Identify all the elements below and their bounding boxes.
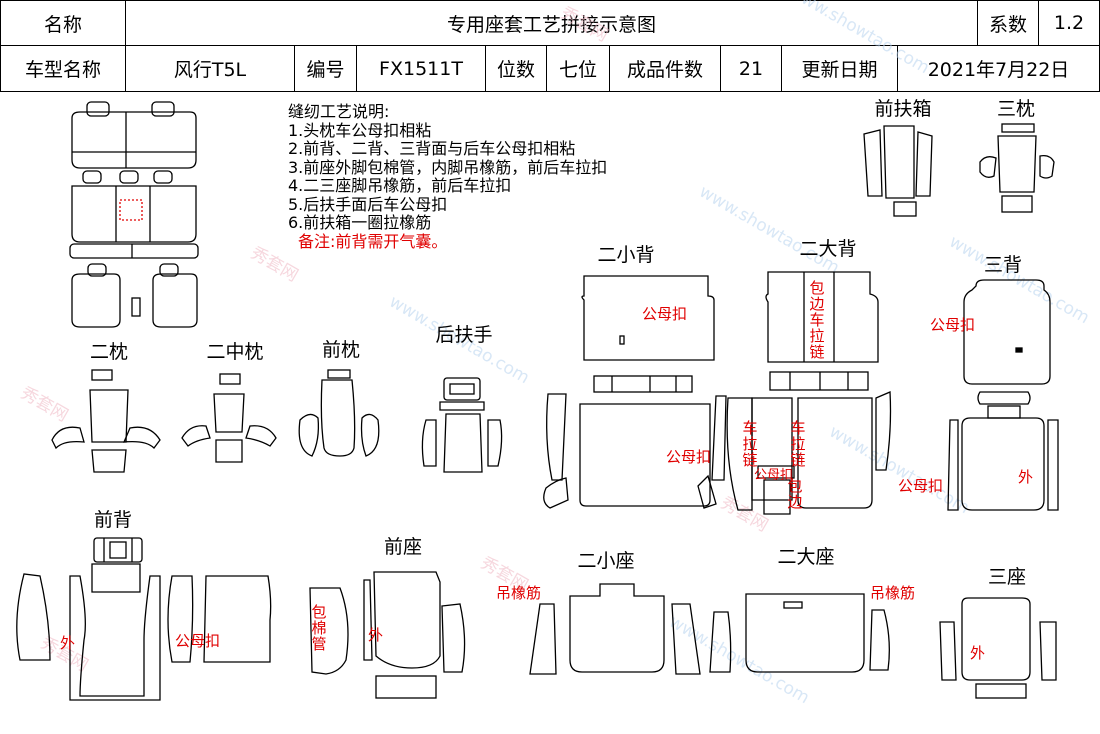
coef-value: 1.2 [1053, 12, 1085, 34]
annotation-zipper: 车拉链 [790, 419, 806, 469]
part-label-second-mid-headrest: 二中枕 [206, 341, 264, 363]
third-headrest-pattern [979, 123, 1055, 213]
annotation-snap: 公母扣 [642, 305, 688, 323]
annotation-cotton-tube: 包棉管 [311, 603, 327, 653]
name-label: 名称 [43, 13, 82, 36]
annotation-elastic: 吊橡筋 [870, 584, 916, 602]
second-small-seat-pattern [529, 583, 701, 675]
part-label-front-seat: 前座 [383, 536, 423, 558]
third-back-pattern [947, 279, 1059, 511]
part-label-front-back: 前背 [93, 509, 133, 531]
seats-value: 七位 [558, 59, 597, 81]
code-value: FX1511T [379, 57, 463, 80]
notes-remark: 备注:前背需开气囊。 [298, 231, 448, 251]
note-item: 4.二三座脚吊橡筋，前后车拉扣 [288, 176, 512, 195]
page-title: 专用座套工艺拼接示意图 [446, 13, 656, 36]
pieces-label: 成品件数 [626, 59, 703, 81]
annotation-snap: 公母扣 [666, 448, 712, 466]
rear-armrest-pattern [421, 377, 503, 473]
part-label-second-small-seat: 二小座 [577, 550, 635, 572]
notes-title: 缝纫工艺说明: [288, 102, 390, 121]
annotation-outer: 外 [1018, 468, 1034, 486]
date-value: 2021年7月22日 [927, 59, 1070, 81]
annotation-outer: 外 [368, 626, 384, 644]
annotation-outer: 外 [970, 644, 986, 662]
annotation-edge: 包边 [787, 477, 803, 511]
annotation-outer: 外 [60, 634, 76, 652]
note-item: 3.前座外脚包棉管，内脚吊橡筋，前后车拉扣 [288, 157, 608, 177]
code-label: 编号 [306, 59, 345, 81]
part-label-third-back: 三背 [983, 254, 1023, 276]
part-label-rear-armrest: 后扶手 [435, 324, 493, 346]
part-label-second-large-back: 二大背 [799, 238, 857, 260]
third-seat-pattern [939, 597, 1057, 699]
front-headrest-pattern [298, 369, 380, 457]
part-label-second-headrest: 二枕 [89, 341, 129, 363]
seats-label: 位数 [496, 59, 535, 81]
note-item: 5.后扶手面后车公母扣 [288, 194, 448, 214]
seat-overview-illustration [69, 101, 199, 328]
part-label-third-seat: 三座 [987, 566, 1027, 588]
annotation-elastic: 吊橡筋 [496, 584, 542, 602]
header-table: 名称 专用座套工艺拼接示意图 系数 1.2 车型名称 风行T5L 编号 FX15… [0, 0, 1100, 92]
date-label: 更新日期 [801, 59, 878, 81]
second-mid-headrest-pattern [181, 373, 277, 463]
pieces-value: 21 [738, 57, 764, 80]
model-value: 风行T5L [173, 59, 247, 81]
part-label-second-large-seat: 二大座 [777, 546, 835, 568]
annotation-snap: 公母扣 [898, 477, 944, 495]
annotation-snap: 公母扣 [930, 316, 976, 334]
annotation-snap: 公母扣 [754, 468, 794, 483]
model-label: 车型名称 [24, 59, 101, 81]
annotation-zipper: 车拉链 [742, 419, 758, 469]
note-item: 6.前扶箱一圈拉橡筋 [288, 213, 432, 232]
second-large-seat-pattern [709, 593, 890, 673]
second-headrest-pattern [51, 369, 161, 473]
part-label-third-headrest: 三枕 [996, 98, 1036, 120]
front-back-pattern [16, 537, 272, 701]
second-small-back-pattern [543, 275, 727, 509]
annotation-snap: 公母扣 [175, 632, 221, 650]
note-item: 1.头枕车公母扣相粘 [288, 120, 432, 140]
front-seat-pattern [309, 571, 466, 699]
front-box-pattern [863, 125, 933, 217]
annotation-edge-zipper: 包边车拉链 [809, 279, 825, 361]
part-label-second-small-back: 二小背 [597, 244, 655, 266]
second-large-back-pattern [726, 271, 892, 515]
note-item: 2.前背、二背、三背面与后车公母扣相粘 [288, 139, 576, 158]
part-label-front-headrest: 前枕 [321, 339, 361, 361]
coef-label: 系数 [988, 13, 1027, 36]
part-label-front-box: 前扶箱 [874, 98, 932, 120]
sewing-notes: 缝纫工艺说明: 1.头枕车公母扣相粘 2.前背、二背、三背面与后车公母扣相粘 3… [288, 102, 608, 251]
